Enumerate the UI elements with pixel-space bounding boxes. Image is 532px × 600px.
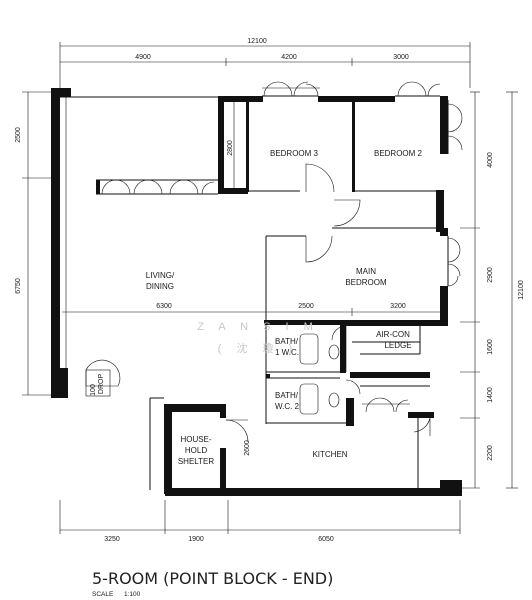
dim-top-seg-1: 4900 [135, 54, 151, 61]
room-label-shelter-1: HOUSE- [180, 435, 211, 444]
doors [85, 163, 361, 443]
dim-shelter-width: 2600 [244, 440, 251, 456]
dim-right-seg-4: 1400 [487, 387, 494, 403]
dim-right-seg-2: 2900 [487, 267, 494, 283]
room-label-bath2-1: BATH/ [275, 391, 299, 400]
dim-bedroom3-depth: 2800 [227, 140, 234, 156]
watermark-line-2: ( 沈 瓊 ) [218, 341, 299, 355]
room-label-shelter-2: HOLD [185, 446, 207, 455]
room-label-bath1-2: 1 W.C. [275, 348, 299, 357]
room-label-bath1-1: BATH/ [275, 337, 299, 346]
room-label-bath2-2: W.C. 2 [275, 402, 300, 411]
windows [65, 81, 463, 436]
dim-household-gap: 100 [90, 384, 97, 396]
room-label-living-1: LIVING/ [146, 271, 175, 280]
room-label-aircon-2: LEDGE [384, 341, 411, 350]
plan-title: 5-ROOM (POINT BLOCK - END) [92, 569, 333, 588]
room-label-living-2: DINING [146, 282, 174, 291]
room-label-refuse: DROP [98, 374, 105, 395]
scale-value: 1:100 [124, 591, 141, 598]
dimension-lines [22, 42, 518, 534]
watermark-line-1: Z A N S I M [197, 321, 319, 333]
fixtures [299, 326, 347, 415]
room-label-kitchen: KITCHEN [312, 450, 347, 459]
dim-right-seg-3: 1600 [487, 339, 494, 355]
dim-left-seg-2: 6750 [15, 278, 22, 294]
room-label-main-1: MAIN [356, 267, 376, 276]
room-label-main-2: BEDROOM [345, 278, 387, 287]
dim-main-right: 3200 [390, 303, 406, 310]
dim-top-seg-3: 3000 [393, 54, 409, 61]
room-label-bedroom-2: BEDROOM 2 [374, 149, 423, 158]
dim-left-seg-1: 2500 [15, 127, 22, 143]
room-label-aircon-1: AIR-CON [376, 330, 410, 339]
walls [51, 88, 462, 496]
dim-top-total: 12100 [247, 38, 267, 45]
scale-label: SCALE [92, 591, 114, 598]
dim-living-width: 6300 [156, 303, 172, 310]
room-label-shelter-3: SHELTER [178, 457, 215, 466]
dim-right-seg-5: 2200 [487, 445, 494, 461]
dim-main-left: 2500 [298, 303, 314, 310]
dim-bottom-seg-1: 3250 [104, 536, 120, 543]
dim-bottom-seg-3: 6050 [318, 536, 334, 543]
dim-right-seg-1: 4000 [487, 152, 494, 168]
dim-right-total: 12100 [518, 280, 525, 300]
dim-bottom-seg-2: 1900 [188, 536, 204, 543]
room-label-bedroom-3: BEDROOM 3 [270, 149, 319, 158]
dim-top-seg-2: 4200 [281, 54, 297, 61]
